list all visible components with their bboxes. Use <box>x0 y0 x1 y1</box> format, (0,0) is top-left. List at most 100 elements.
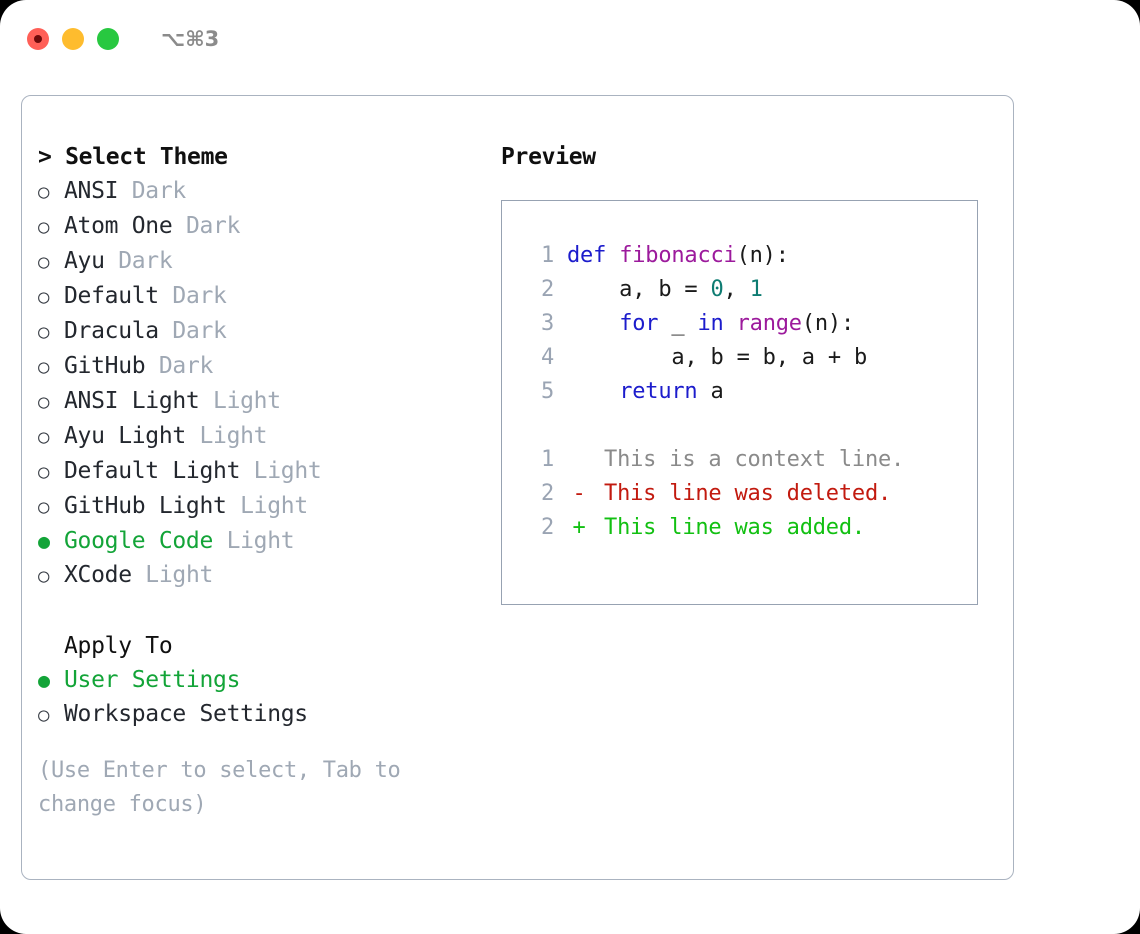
diff-line-number: 1 <box>540 447 554 472</box>
radio-unselected-icon: ○ <box>38 496 50 518</box>
recording-indicator-icon <box>34 35 42 43</box>
code-token-var <box>724 311 737 336</box>
code-token-num: 0 <box>710 277 724 302</box>
theme-option-ayu[interactable]: ○Ayu Dark <box>38 244 478 279</box>
code-token-var <box>567 311 619 336</box>
theme-variant-tag: Dark <box>158 318 227 344</box>
theme-option-atom-one[interactable]: ○Atom One Dark <box>38 209 478 244</box>
diff-line-number: 2 <box>540 481 554 506</box>
code-token-var: _ <box>658 311 698 336</box>
theme-option-github[interactable]: ○ GitHub Dark <box>38 349 478 384</box>
theme-option-github-light[interactable]: ○GitHub Light Light <box>38 489 478 524</box>
theme-option-label: Default Light <box>64 458 241 484</box>
code-line-number: 4 <box>540 345 554 370</box>
theme-option-default[interactable]: ○ Default Dark <box>38 279 478 314</box>
theme-option-ayu-light[interactable]: ○ Ayu Light Light <box>38 419 478 454</box>
theme-option-dracula[interactable]: ○Dracula Dark <box>38 314 478 349</box>
theme-variant-tag: Light <box>199 388 281 414</box>
theme-option-default-light[interactable]: ○Default Light Light <box>38 454 478 489</box>
minimize-button[interactable] <box>62 28 84 50</box>
theme-option-google-code[interactable]: ●Google Code Light <box>38 524 478 558</box>
theme-variant-tag: Light <box>131 562 214 588</box>
keyboard-shortcut-label: ⌥⌘3 <box>161 27 220 51</box>
code-line-number: 2 <box>540 277 554 302</box>
apply-to-header: Apply To <box>64 633 173 659</box>
diff-sample: 1 This is a context line.2- This line wa… <box>520 443 977 545</box>
theme-variant-tag: Light <box>240 458 322 484</box>
radio-unselected-icon: ○ <box>38 286 50 308</box>
code-token-pun: (n): <box>801 311 855 336</box>
code-line-content: for _ in range(n): <box>567 307 854 341</box>
code-line-content: return a <box>567 375 724 409</box>
theme-variant-tag: Light <box>185 423 268 449</box>
radio-unselected-icon: ○ <box>38 565 50 587</box>
theme-variant-tag: Dark <box>104 248 173 274</box>
apply-to-option-workspace-settings[interactable]: ○ Workspace Settings <box>38 697 478 732</box>
theme-option-ansi-light[interactable]: ○ ANSI Light Light <box>38 384 478 419</box>
radio-unselected-icon: ○ <box>38 391 50 413</box>
theme-option-xcode[interactable]: ○ XCode Light <box>38 558 478 593</box>
theme-variant-tag: Dark <box>118 178 187 204</box>
code-token-pun: , <box>723 277 750 302</box>
diff-line: 1 This is a context line. <box>520 443 977 477</box>
code-token-var: a, b = <box>567 277 711 302</box>
apply-to-option-user-settings[interactable]: ● User Settings <box>38 663 478 697</box>
code-token-kw: def <box>567 243 620 268</box>
theme-option-label: Ayu Light <box>64 423 186 449</box>
code-line: 3 for _ in range(n): <box>520 307 977 341</box>
radio-unselected-icon: ○ <box>38 704 50 726</box>
radio-selected-icon: ● <box>38 668 50 692</box>
diff-line: 2- This line was deleted. <box>520 477 977 511</box>
theme-option-label: Google Code <box>64 528 214 554</box>
diff-marker-del: - <box>572 481 586 506</box>
diff-marker-ctx <box>567 443 591 477</box>
apply-to-option-label: User Settings <box>64 667 241 693</box>
theme-option-label: ANSI Light <box>64 388 200 414</box>
theme-option-label: GitHub <box>64 353 146 379</box>
code-line-number: 1 <box>540 243 554 268</box>
theme-option-label: GitHub Light <box>64 493 227 519</box>
maximize-button[interactable] <box>97 28 119 50</box>
code-token-fn: range <box>736 311 802 336</box>
radio-selected-icon: ● <box>38 529 50 553</box>
code-token-kw: return <box>619 379 698 404</box>
code-line-content: a, b = 0, 1 <box>567 273 763 307</box>
theme-option-ansi[interactable]: ○ ANSI Dark <box>38 174 478 209</box>
preview-title: Preview <box>501 144 596 170</box>
theme-option-label: Default <box>64 283 159 309</box>
radio-unselected-icon: ○ <box>38 321 50 343</box>
radio-unselected-icon: ○ <box>38 216 50 238</box>
code-token-kw: for <box>619 311 659 336</box>
diff-line: 2+ This line was added. <box>520 511 977 545</box>
diff-line-content: This is a context line. <box>591 447 905 472</box>
diff-marker-add: + <box>572 515 586 540</box>
radio-unselected-icon: ○ <box>38 251 50 273</box>
radio-unselected-icon: ○ <box>38 426 50 448</box>
code-token-kw: in <box>697 311 724 336</box>
radio-unselected-icon: ○ <box>38 356 50 378</box>
code-token-var <box>567 379 619 404</box>
theme-list: ○ANSI Dark○Atom One Dark○Ayu Dark○Defaul… <box>38 174 478 593</box>
radio-unselected-icon: ○ <box>38 181 50 203</box>
theme-variant-tag: Dark <box>145 353 214 379</box>
theme-variant-tag: Dark <box>172 213 241 239</box>
apply-to-list: ● User Settings ○ Workspace Settings <box>38 663 478 732</box>
code-token-pun: (n): <box>736 243 789 268</box>
apply-to-option-label: Workspace Settings <box>64 701 308 727</box>
code-line: 5 return a <box>520 375 977 409</box>
theme-selection-column: > Select Theme ○ANSI Dark○Atom One Dark○… <box>38 140 478 822</box>
code-line-content: a, b = b, a + b <box>567 341 867 375</box>
diff-line-content: This line was deleted. <box>591 481 892 506</box>
code-token-num: 1 <box>749 277 763 302</box>
close-button[interactable] <box>27 28 49 50</box>
code-line-number: 5 <box>540 379 554 404</box>
theme-option-label: ANSI <box>64 178 119 204</box>
theme-option-label: XCode <box>64 562 132 588</box>
theme-variant-tag: Dark <box>158 283 227 309</box>
code-line: 2 a, b = 0, 1 <box>520 273 977 307</box>
keyboard-hint-text: (Use Enter to select, Tab to change focu… <box>38 758 401 817</box>
